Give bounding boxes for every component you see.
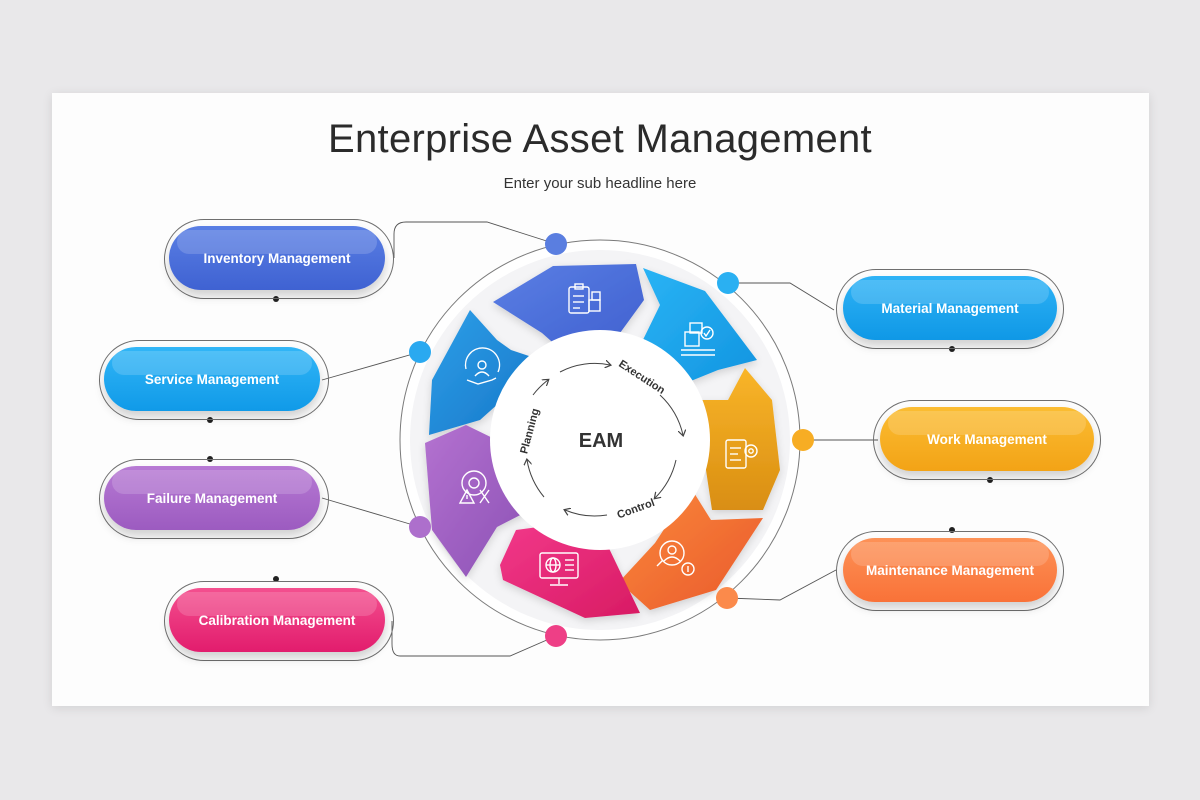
node-maintenance — [716, 587, 738, 609]
outline-material — [836, 269, 1064, 349]
calibration-management-pill[interactable]: Calibration Management — [169, 588, 385, 652]
node-work — [792, 429, 814, 451]
page-subtitle: Enter your sub headline here — [503, 175, 697, 192]
maintenance-management-label: Maintenance Management — [865, 562, 1035, 578]
center-label: EAM — [579, 430, 623, 452]
calibration-management-label: Calibration Management — [198, 612, 356, 628]
cycle-arrow-lower-right — [655, 459, 677, 498]
hand-person-refresh-icon — [464, 347, 501, 385]
service-management-pill[interactable]: Service Management — [104, 347, 320, 411]
endpoint-material — [949, 346, 955, 352]
connector-calibration — [391, 621, 557, 657]
boxes-checkmark-icon — [681, 322, 715, 356]
connector-failure — [321, 497, 421, 528]
cycle-arrow-top — [559, 363, 610, 373]
material-management-label: Material Management — [881, 300, 1019, 316]
work-management-pill[interactable]: Work Management — [880, 407, 1094, 471]
node-inventory — [545, 233, 567, 255]
endpoint-inventory — [273, 296, 279, 302]
work-management-label: Work Management — [927, 431, 1047, 447]
failure-management-label: Failure Management — [146, 490, 278, 506]
gears-tools-icon — [458, 470, 490, 504]
segment-work — [694, 368, 780, 510]
inventory-management-label: Inventory Management — [203, 250, 351, 266]
endpoint-service — [207, 417, 213, 423]
material-management-pill[interactable]: Material Management — [843, 276, 1057, 340]
endpoint-calibration — [273, 576, 279, 582]
connector-maintenance — [726, 569, 837, 601]
cycle-arrow-right — [659, 394, 683, 435]
outline-maintenance — [836, 531, 1064, 611]
monitor-globe-icon — [539, 552, 579, 586]
gear-person-dollar-icon — [656, 540, 695, 576]
outline-calibration — [164, 581, 394, 661]
segment-maintenance — [619, 488, 763, 610]
cycle-arrow-left — [527, 460, 545, 498]
node-service — [409, 341, 431, 363]
cycle-arrow-bottom — [565, 510, 608, 517]
inventory-management-pill[interactable]: Inventory Management — [169, 226, 385, 290]
node-failure — [409, 516, 431, 538]
failure-management-pill[interactable]: Failure Management — [104, 466, 320, 530]
outline-service — [99, 340, 329, 420]
clipboard-boxes-icon — [568, 283, 601, 314]
outline-failure — [99, 459, 329, 539]
endpoint-work — [987, 477, 993, 483]
connector-material — [728, 282, 835, 311]
page-title: Enterprise Asset Management — [328, 117, 872, 161]
service-management-label: Service Management — [144, 371, 280, 387]
maintenance-management-pill[interactable]: Maintenance Management — [843, 538, 1057, 602]
node-material — [717, 272, 739, 294]
outline-inventory — [164, 219, 394, 299]
outline-work — [873, 400, 1101, 480]
document-gear-icon — [725, 439, 758, 469]
connector-inventory — [393, 221, 557, 258]
node-calibration — [545, 625, 567, 647]
cycle-arrow-upper-left — [532, 380, 548, 396]
connector-service — [321, 351, 421, 381]
